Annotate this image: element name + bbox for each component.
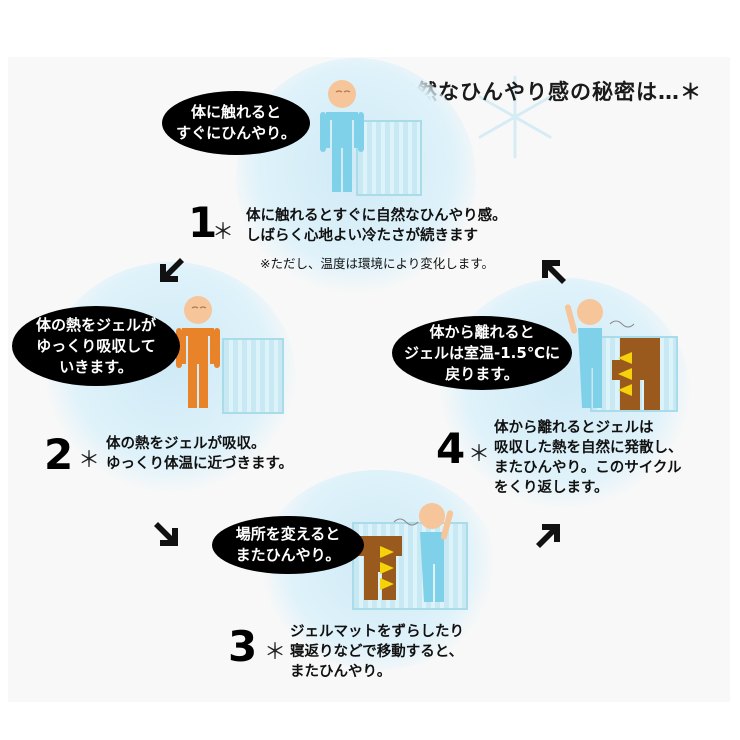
arrow-4-to-1-icon [540,260,566,286]
step1-description: 体に触れるとすぐに自然なひんやり感。 しばらく心地よい冷たさが続きます [246,206,507,246]
step3-description: ジェルマットをずらしたり 寝返りなどで移動すると、 またひんやり。 [290,622,464,682]
step1-note: ※ただし、温度は環境により変化します。 [260,253,494,272]
step4-star-icon: ＊ [468,436,490,468]
step4-bubble: 体から離れると ジェルは室温-1.5℃に 戻ります。 [392,316,572,390]
step1-star-icon: ＊ [212,214,234,246]
step1-person-icon [308,78,388,208]
step4-description: 体から離れるとジェルは 吸収した熱を自然に発散し、 またひんやり。このサイクル … [494,418,683,498]
step3-bubble: 場所を変えると またひんやり。 [212,516,364,574]
step3-person-icon [402,500,472,610]
step4-number: 4 [436,424,465,473]
step3-star-icon: ＊ [264,634,286,666]
arrow-3-to-4-icon [536,524,562,550]
step2-number: 2 [44,430,73,479]
arrow-1-to-2-icon [158,256,184,282]
step4-heat-icon [610,338,670,410]
step2-bubble: 体の熱をジェルが ゆっくり吸収して いきます。 [12,306,180,386]
step1-bubble: 体に触れると すぐにひんやり。 [162,91,310,155]
step2-description: 体の熱をジェルが吸収。 ゆっくり体温に近づきます。 [106,434,293,474]
step2-star-icon: ＊ [78,442,100,474]
step3-number: 3 [228,622,257,671]
arrow-2-to-3-icon [154,520,180,546]
